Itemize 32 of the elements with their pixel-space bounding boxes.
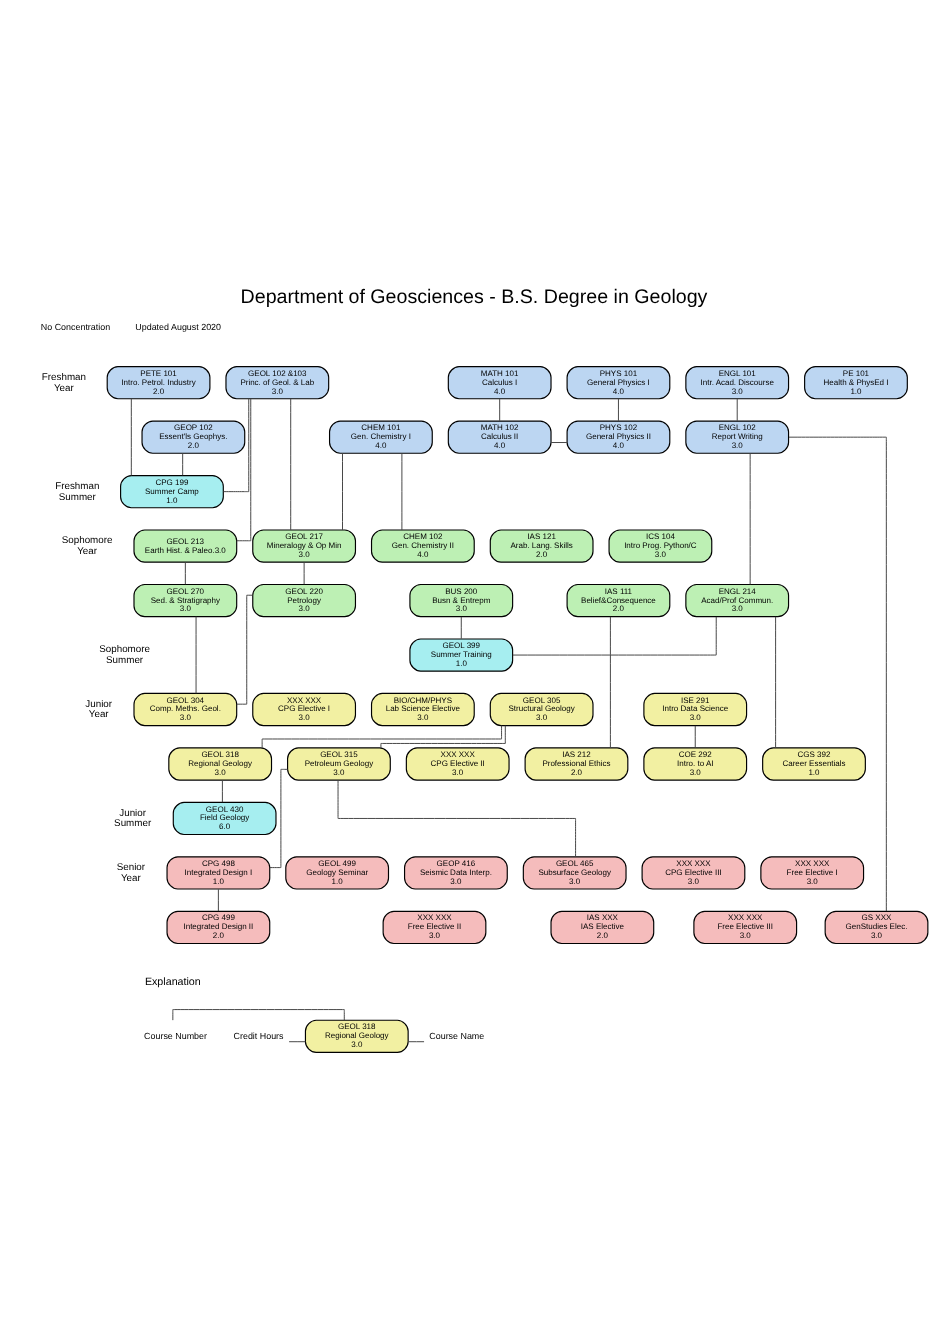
connector bbox=[749, 451, 751, 584]
connector bbox=[512, 615, 717, 655]
connector bbox=[617, 397, 619, 421]
connector bbox=[499, 397, 501, 421]
connector bbox=[236, 397, 252, 541]
connector bbox=[269, 767, 289, 868]
connector bbox=[303, 560, 305, 584]
connector bbox=[236, 593, 253, 704]
connector bbox=[182, 452, 184, 475]
connector bbox=[460, 615, 462, 639]
connector bbox=[342, 451, 343, 530]
connector bbox=[401, 451, 403, 530]
diagram-title: Department of Geosciences - B.S. Degree in Geology bbox=[240, 285, 708, 308]
connector bbox=[380, 724, 506, 748]
connector bbox=[775, 615, 777, 748]
connector bbox=[788, 435, 887, 911]
connector bbox=[337, 778, 577, 857]
connector bbox=[408, 1040, 425, 1042]
connector bbox=[130, 397, 132, 475]
connector bbox=[261, 724, 503, 748]
connector bbox=[288, 1040, 306, 1042]
connector bbox=[736, 397, 738, 421]
connector bbox=[290, 397, 292, 530]
connector bbox=[694, 724, 696, 748]
connector bbox=[550, 441, 568, 442]
connector bbox=[223, 397, 250, 492]
connector bbox=[184, 560, 186, 584]
connector bbox=[172, 1008, 345, 1020]
connector bbox=[609, 615, 611, 748]
connector bbox=[217, 887, 219, 911]
connector bbox=[221, 778, 223, 802]
connector bbox=[195, 615, 197, 693]
